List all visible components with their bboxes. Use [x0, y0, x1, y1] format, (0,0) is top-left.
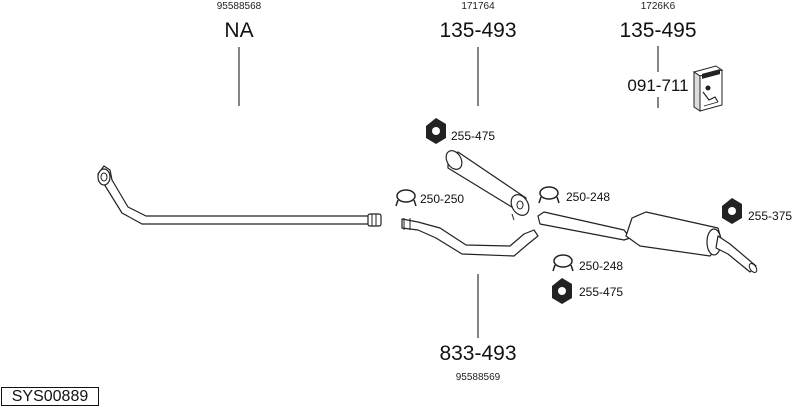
part-label-clamp-front: 250-250	[420, 192, 464, 206]
rear-pipe-drawing	[401, 218, 539, 257]
hanger-icon-lower	[552, 278, 572, 304]
part-label-clamp-middle: 250-248	[566, 190, 610, 204]
clamp-icon-lower	[552, 254, 574, 272]
part-label-rear-pipe: 833-493	[439, 342, 516, 365]
part-label-front-pipe: NA	[224, 19, 253, 42]
rear-silencer-drawing	[537, 211, 758, 273]
clamp-icon-middle	[538, 186, 560, 204]
mounting-kit-box-icon	[692, 65, 724, 112]
part-label-hanger-rear: 255-375	[748, 209, 792, 223]
ref-label-1: 95588568	[217, 1, 262, 12]
ref-label-4: 95588569	[456, 372, 501, 383]
diagram-code-label: SYS00889	[1, 387, 99, 406]
ref-label-2: 171764	[461, 1, 495, 12]
part-label-hanger-lower: 255-475	[579, 285, 623, 299]
hanger-icon-rear	[722, 198, 742, 224]
part-label-hanger-middle: 255-475	[451, 129, 495, 143]
part-label-mounting-kit: 091-711	[627, 76, 688, 95]
front-pipe-drawing	[97, 165, 382, 227]
part-label-clamp-lower: 250-248	[579, 259, 623, 273]
clamp-icon-front	[395, 189, 417, 207]
ref-label-3: 1726K6	[641, 1, 676, 12]
middle-silencer-drawing	[445, 150, 530, 221]
part-label-rear-silencer: 135-495	[619, 19, 696, 42]
hanger-icon-middle	[426, 118, 446, 144]
part-label-middle-silencer: 135-493	[439, 19, 516, 42]
